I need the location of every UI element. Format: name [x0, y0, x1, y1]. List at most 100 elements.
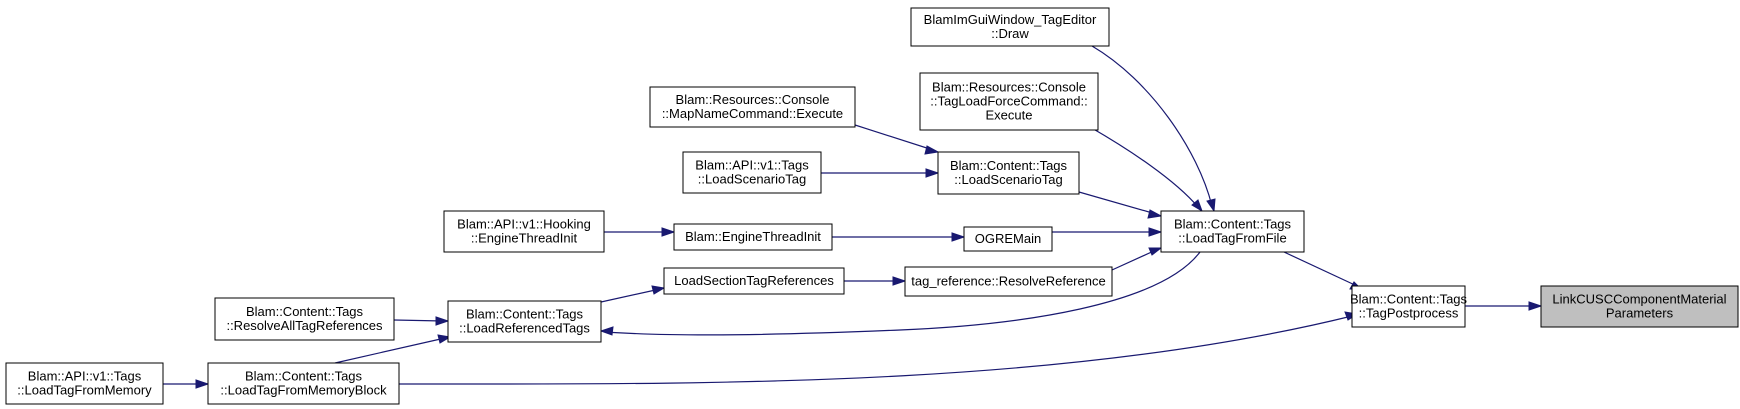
edge-loadforce-loadfile: [1089, 126, 1203, 213]
edge-lrefd-lsect-line: [600, 288, 661, 303]
edge-apimem-memblock-arrowhead: [195, 379, 210, 389]
edge-lrefd-lsect: [600, 285, 666, 303]
node-ogre[interactable]: OGREMain: [963, 226, 1053, 252]
node-lrefd-box: [447, 300, 602, 343]
node-api_mem-label-line-1: ::LoadTagFromMemory: [17, 383, 152, 398]
node-memblock-label-line-0: Blam::Content::Tags: [245, 369, 363, 384]
edge-mapname-ctscen-line: [854, 124, 934, 151]
nodes: LinkCUSCComponentMaterialParametersBlam:…: [5, 7, 1739, 405]
node-loadforce-label-line-2: Execute: [986, 108, 1033, 123]
node-hookinit[interactable]: Blam::API::v1::Hooking::EngineThreadInit: [443, 210, 605, 253]
edge-loadfile-lrefd: [599, 251, 1201, 336]
edge-ctscen-loadfile-line: [1078, 191, 1157, 215]
node-hookinit-label-line-1: ::EngineThreadInit: [471, 231, 578, 246]
edge-lrefd-lsect-arrowhead: [651, 285, 666, 295]
edge-resall-lrefd-line: [393, 319, 444, 322]
node-enginethread-label-line-0: Blam::EngineThreadInit: [685, 229, 821, 244]
node-tagpost-label-line-1: ::TagPostprocess: [1359, 306, 1459, 321]
edge-resall-lrefd-arrowhead: [435, 316, 450, 326]
edge-enginethread-ogre: [832, 232, 966, 242]
node-memblock-label-line-1: ::LoadTagFromMemoryBlock: [220, 383, 387, 398]
node-loadforce-label-line-1: ::TagLoadForceCommand::: [930, 94, 1088, 109]
node-lsect-box: [663, 267, 845, 295]
edge-tageditor-loadfile: [1091, 45, 1216, 213]
node-memblock-box: [207, 362, 400, 405]
node-resall[interactable]: Blam::Content::Tags::ResolveAllTagRefere…: [214, 297, 395, 341]
edge-enginethread-ogre-arrowhead: [951, 232, 966, 242]
node-ogre-box: [963, 226, 1053, 252]
node-loadforce-label-line-0: Blam::Resources::Console: [932, 80, 1086, 95]
node-ogre-label-line-0: OGREMain: [975, 231, 1041, 246]
node-link-box: [1540, 285, 1739, 328]
node-tageditor-label-line-1: ::Draw: [991, 26, 1029, 41]
node-resall-label-line-0: Blam::Content::Tags: [246, 304, 364, 319]
node-api_mem-label-line-0: Blam::API::v1::Tags: [28, 369, 142, 384]
edge-resall-lrefd: [393, 316, 450, 326]
node-tagpost-box: [1351, 285, 1466, 328]
node-resolveref-label-line-0: tag_reference::ResolveReference: [911, 274, 1105, 289]
node-lrefd-label-line-1: ::LoadReferencedTags: [459, 321, 590, 336]
edge-loadforce-loadfile-arrowhead: [1191, 199, 1203, 213]
node-resall-box: [214, 297, 395, 341]
node-loadfile[interactable]: Blam::Content::Tags::LoadTagFromFile: [1160, 210, 1305, 253]
edge-resolveref-loadfile-arrowhead: [1148, 247, 1163, 256]
node-api_scen-box: [682, 151, 822, 194]
edge-ctscen-loadfile-arrowhead: [1147, 209, 1163, 219]
edge-loadfile-tagpost-line: [1283, 251, 1358, 287]
node-resolveref-box: [904, 266, 1113, 297]
node-ct_scen-box: [937, 151, 1080, 195]
node-enginethread[interactable]: Blam::EngineThreadInit: [673, 223, 833, 251]
node-mapname-label-line-0: Blam::Resources::Console: [676, 92, 830, 107]
edge-tagpost-link-arrowhead: [1528, 301, 1543, 311]
edges: [163, 45, 1543, 389]
edge-mapname-ctscen-arrowhead: [924, 145, 940, 155]
edge-ogre-loadfile-arrowhead: [1148, 227, 1163, 237]
node-lsect[interactable]: LoadSectionTagReferences: [663, 267, 845, 295]
edge-tagpost-link: [1465, 301, 1543, 311]
node-loadforce[interactable]: Blam::Resources::Console::TagLoadForceCo…: [919, 72, 1099, 131]
node-tageditor[interactable]: BlamImGuiWindow_TagEditor::Draw: [910, 7, 1110, 47]
node-api_scen-label-line-0: Blam::API::v1::Tags: [695, 158, 809, 173]
node-memblock[interactable]: Blam::Content::Tags::LoadTagFromMemoryBl…: [207, 362, 400, 405]
edge-loadforce-loadfile-line: [1089, 126, 1199, 208]
node-mapname-label-line-1: ::MapNameCommand::Execute: [662, 106, 843, 121]
edge-memblock-lrefd-arrowhead: [437, 334, 452, 344]
node-api_mem-box: [5, 362, 164, 405]
node-ct_scen-label-line-1: ::LoadScenarioTag: [954, 172, 1062, 187]
edge-memblock-lrefd: [334, 334, 452, 364]
node-api_mem[interactable]: Blam::API::v1::Tags::LoadTagFromMemory: [5, 362, 164, 405]
node-link-label-line-1: Parameters: [1606, 306, 1674, 321]
edge-hookinit-enginethread: [604, 227, 676, 237]
edge-mapname-ctscen: [854, 124, 940, 155]
node-loadfile-label-line-0: Blam::Content::Tags: [1174, 217, 1292, 232]
node-loadforce-box: [919, 72, 1099, 131]
node-resolveref[interactable]: tag_reference::ResolveReference: [904, 266, 1113, 297]
node-tageditor-label-line-0: BlamImGuiWindow_TagEditor: [924, 12, 1097, 27]
node-tagpost[interactable]: Blam::Content::Tags::TagPostprocess: [1350, 285, 1468, 328]
node-loadfile-box: [1160, 210, 1305, 253]
node-loadfile-label-line-1: ::LoadTagFromFile: [1178, 231, 1286, 246]
edge-ogre-loadfile: [1052, 227, 1163, 237]
node-link-label-line-0: LinkCUSCComponentMaterial: [1552, 292, 1726, 307]
edge-tageditor-loadfile-arrowhead: [1206, 198, 1216, 213]
node-mapname[interactable]: Blam::Resources::Console::MapNameCommand…: [649, 86, 856, 128]
node-lrefd[interactable]: Blam::Content::Tags::LoadReferencedTags: [447, 300, 602, 343]
edge-apimem-memblock: [163, 379, 210, 389]
edge-lsect-resolveref: [844, 276, 907, 286]
edge-resolveref-loadfile: [1111, 247, 1163, 271]
node-ct_scen[interactable]: Blam::Content::Tags::LoadScenarioTag: [937, 151, 1080, 195]
edge-memblock-tagpost-line: [398, 315, 1353, 385]
edge-hookinit-enginethread-arrowhead: [661, 227, 676, 237]
node-api_scen[interactable]: Blam::API::v1::Tags::LoadScenarioTag: [682, 151, 822, 194]
node-api_scen-label-line-1: ::LoadScenarioTag: [698, 172, 806, 187]
edge-loadfile-lrefd-line: [605, 251, 1201, 336]
edge-loadfile-lrefd-arrowhead: [599, 326, 614, 336]
edge-resolveref-loadfile-line: [1111, 249, 1157, 271]
edge-memblock-lrefd-line: [334, 337, 446, 364]
node-mapname-box: [649, 86, 856, 128]
node-ct_scen-label-line-0: Blam::Content::Tags: [950, 158, 1068, 173]
edge-apiscen-ctscen-arrowhead: [925, 168, 940, 178]
node-resall-label-line-1: ::ResolveAllTagReferences: [226, 318, 383, 333]
